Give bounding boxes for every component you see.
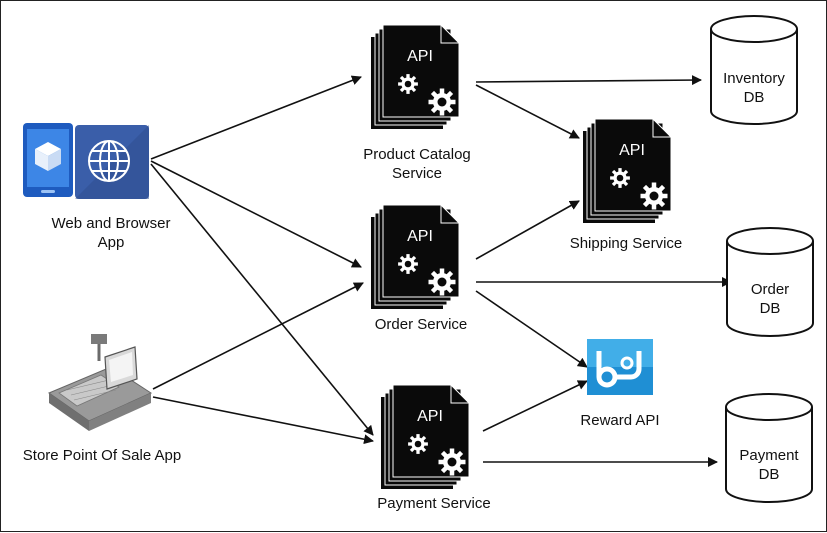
- inventory-db-label-line2: DB: [744, 89, 765, 106]
- gear-icon: [408, 434, 428, 454]
- reward-api-node: Reward API: [580, 339, 660, 429]
- edge-catalog-to-inventory: [475, 75, 702, 86]
- gear-icon: [398, 74, 418, 94]
- web-app-label-line2: App: [98, 234, 125, 251]
- web-browser-app-node: Web and Browser App: [23, 123, 170, 251]
- api-badge: API: [407, 48, 433, 65]
- edge-web-to-order: [150, 160, 362, 268]
- reward-api-label: Reward API: [580, 412, 659, 429]
- store-pos-app-node: Store Point Of Sale App: [23, 334, 181, 464]
- gear-icon: [398, 254, 418, 274]
- payment-service-label: Payment Service: [377, 495, 490, 512]
- gear-icon-large: [640, 182, 668, 210]
- order-db-label-line1: Order: [751, 281, 789, 298]
- api-badge: API: [407, 228, 433, 245]
- inventory-db-label-line1: Inventory: [723, 70, 785, 87]
- edge-web-to-payment: [150, 163, 374, 436]
- api-badge: API: [417, 408, 443, 425]
- api-badge: API: [619, 142, 645, 159]
- inventory-db-node: Inventory DB: [710, 15, 798, 125]
- edge-catalog-to-shipping: [475, 84, 580, 139]
- product-catalog-label-line1: Product Catalog: [363, 146, 471, 163]
- reward-icon: [587, 339, 653, 395]
- pos-terminal-icon: [47, 334, 153, 431]
- product-catalog-service-node: API Product Catalog Service: [363, 24, 471, 182]
- order-db-node: Order DB: [726, 227, 814, 337]
- product-catalog-label-line2: Service: [392, 165, 442, 182]
- payment-db-label-line2: DB: [759, 466, 780, 483]
- shipping-service-node: API Shipping Service: [570, 118, 683, 252]
- gear-icon: [610, 168, 630, 188]
- gear-icon-large: [438, 448, 466, 476]
- gear-icon-large: [428, 268, 456, 296]
- edge-payment-to-reward: [482, 380, 588, 432]
- edge-web-to-catalog: [150, 75, 362, 160]
- shipping-service-label: Shipping Service: [570, 235, 683, 252]
- connections: [150, 75, 732, 467]
- edge-order-to-reward: [475, 290, 588, 368]
- pos-app-label: Store Point Of Sale App: [23, 447, 181, 464]
- globe-icon: [75, 125, 149, 199]
- gear-icon-large: [428, 88, 456, 116]
- order-db-label-line2: DB: [760, 300, 781, 317]
- edge-pos-to-payment: [152, 396, 374, 445]
- order-service-label: Order Service: [375, 316, 468, 333]
- order-service-node: API Order Service: [370, 204, 468, 333]
- payment-db-label-line1: Payment: [739, 447, 799, 464]
- edge-pos-to-order: [152, 282, 364, 390]
- web-app-label-line1: Web and Browser: [52, 215, 171, 232]
- payment-db-node: Payment DB: [725, 393, 813, 503]
- payment-service-node: API Payment Service: [377, 384, 491, 512]
- tablet-icon: [23, 123, 73, 197]
- edge-order-to-shipping: [475, 200, 580, 260]
